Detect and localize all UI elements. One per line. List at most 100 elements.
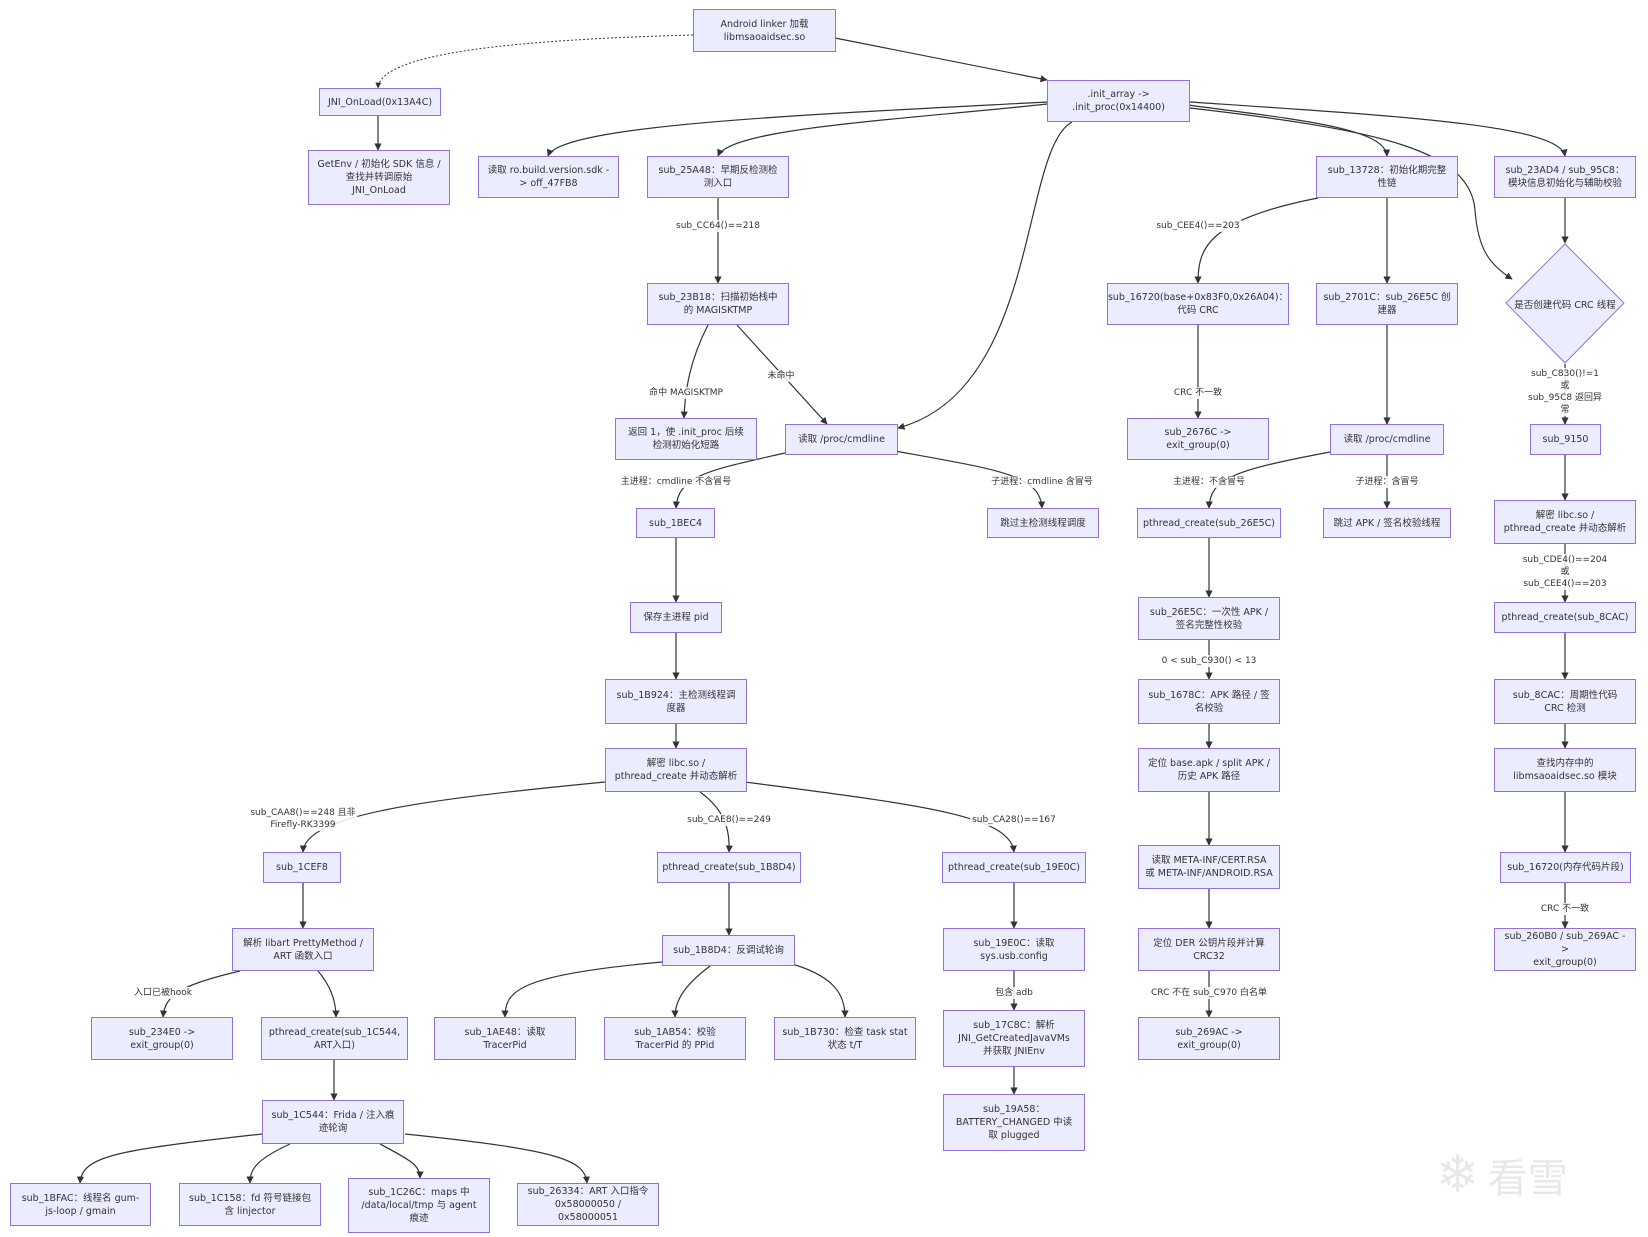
node-read-sdk: 读取 ro.build.version.sdk - > off_47FB8 [478,156,619,198]
edge-1c544-1bfac [76,1133,263,1184]
node-sub-1c544: sub_1C544：Frida / 注入痕 迹轮询 [262,1100,404,1144]
node-sub-1ab54: sub_1AB54：校验 TracerPid 的 PPid [604,1017,746,1060]
edge-label-c830: sub_C830()!=1 或 sub_95C8 返回异常 [1523,368,1607,416]
node-sub-19e0c: sub_19E0C：读取 sys.usb.config [943,928,1085,971]
edge-label-cee4: sub_CEE4()==203 [1154,220,1242,232]
node-sub-1b730: sub_1B730：检查 task stat 状态 t/T [774,1017,916,1060]
edge-label-main-proc-2: 主进程：不含冒号 [1170,476,1248,488]
edge-cmd2-pc26e5c [1205,451,1331,509]
edge-label-adb: 包含 adb [993,987,1035,999]
edge-label-hit-magisk: 命中 MAGISKTMP [647,387,725,399]
node-crc-thread-decision: 是否创建代码 CRC 线程 [1505,243,1625,364]
edge-init-23ad4 [1189,101,1568,157]
node-pthread-1b8d4: pthread_create(sub_1B8D4) [657,852,801,883]
decision-diamond-shape [1505,243,1625,364]
node-pthread-26e5c: pthread_create(sub_26E5C) [1137,508,1281,538]
edge-label-crc-whitelist: CRC 不在 sub_C970 白名单 [1148,987,1270,999]
edge-android-jni [375,34,694,89]
edge-label-crc-mismatch-2: CRC 不一致 [1538,903,1592,915]
node-return-1: 返回 1，使 .init_proc 后续 检测初始化短路 [615,418,757,460]
watermark-text: 看雪 [1487,1156,1568,1202]
node-parse-libart: 解析 libart PrettyMethod / ART 函数入口 [232,928,374,971]
edge-1c544-26334 [404,1133,591,1184]
node-pthread-19e0c: pthread_create(sub_19E0C) [942,852,1086,883]
edge-13728-16720a [1194,197,1319,284]
node-sub-269ac: sub_269AC -> exit_group(0) [1138,1017,1280,1060]
node-sub-17c8c: sub_17C8C：解析 JNI_GetCreatedJavaVMs 并获取 J… [943,1010,1085,1067]
edge-init-diamond [1189,107,1513,280]
node-decrypt-libc-2: 解密 libc.so / pthread_create 并动态解析 [1494,500,1636,544]
edge-1c544-1c158 [246,1143,291,1184]
node-read-cmdline-1: 读取 /proc/cmdline [785,424,898,455]
node-android-linker: Android linker 加载 libmsaoaidsec.so [693,9,836,52]
edge-1c544-1c26c [379,1143,424,1179]
edge-libc1-1cef8 [299,781,606,853]
node-sub-1cef8: sub_1CEF8 [263,852,341,883]
node-read-cmdline-2: 读取 /proc/cmdline [1330,424,1444,455]
edge-android-init [834,37,1048,83]
node-sub-1c158: sub_1C158：fd 符号链接包 含 linjector [179,1183,321,1226]
edge-init-13728 [1187,104,1391,157]
edge-label-caa8: sub_CAA8()==248 且非 Firefly-RK3399 [248,807,358,831]
node-sub-9150: sub_9150 [1530,424,1601,455]
node-der-crc32: 定位 DER 公钥片段并计算 CRC32 [1138,928,1280,971]
node-skip-apk-thread: 跳过 APK / 签名校验线程 [1323,508,1451,538]
node-sub-1ae48: sub_1AE48：读取 TracerPid [434,1017,576,1060]
node-sub-26e5c: sub_26E5C：一次性 APK / 签名完整性校验 [1138,597,1280,640]
node-sub-13728: sub_13728：初始化期完整 性链 [1316,156,1458,198]
node-sub-23b18: sub_23B18：扫描初始栈中 的 MAGISKTMP [647,283,789,325]
node-sub-1b8d4: sub_1B8D4：反调试轮询 [662,935,795,966]
edge-label-cde4: sub_CDE4()==204 或 sub_CEE4()==203 [1520,554,1610,590]
edge-init-cmd1 [897,121,1073,430]
node-sub-234e0: sub_234E0 -> exit_group(0) [91,1017,233,1060]
node-sub-1bec4: sub_1BEC4 [636,508,715,538]
node-sub-1bfac: sub_1BFAC：线程名 gum- js-loop / gmain [10,1183,151,1226]
node-sub-260b0: sub_260B0 / sub_269AC -> exit_group(0) [1494,928,1636,971]
edge-cmd1-skip [894,450,1046,509]
edge-label-child-proc-2: 子进程：含冒号 [1353,476,1421,488]
edge-label-crc-mismatch-1: CRC 不一致 [1171,387,1225,399]
node-sub-1c26c: sub_1C26C：maps 中 /data/local/tmp 与 agent… [348,1178,490,1233]
node-decrypt-libc-1: 解密 libc.so / pthread_create 并动态解析 [605,748,747,792]
edge-23b18-ret1 [680,324,709,419]
node-find-module: 查找内存中的 libmsaoaidsec.so 模块 [1494,748,1636,792]
node-sub-2676c: sub_2676C -> exit_group(0) [1127,418,1269,460]
edge-label-cc64: sub_CC64()==218 [674,220,762,232]
node-sub-1678c: sub_1678C：APK 路径 / 签 名校验 [1138,679,1280,724]
edge-label-ca28: sub_CA28()==167 [970,814,1058,826]
edge-libart-pc1c544 [317,970,340,1018]
snowflake-icon: ❄ [1436,1145,1480,1205]
node-pthread-1c544: pthread_create(sub_1C544, ART入口) [261,1017,408,1060]
node-sub-19a58: sub_19A58： BATTERY_CHANGED 中读 取 plugged [943,1094,1085,1151]
node-getenv: GetEnv / 初始化 SDK 信息 / 查找并转调原始 JNI_OnLoad [308,150,450,205]
node-sub-26334: sub_26334：ART 入口指令 0x58000050 / 0x580000… [517,1183,659,1226]
edge-init-25a48 [717,103,1048,157]
node-sub-23ad4: sub_23AD4 / sub_95C8： 模块信息初始化与辅助校验 [1494,156,1636,198]
edge-1b8d4-1ae48 [501,961,663,1018]
kanxue-watermark: ❄ 看雪 [1436,1140,1636,1210]
decision-label: 是否创建代码 CRC 线程 [1514,299,1616,311]
node-skip-main-thread: 跳过主检测线程调度 [987,508,1099,538]
edge-label-cae8: sub_CAE8()==249 [685,814,773,826]
node-read-meta-inf: 读取 META-INF/CERT.RSA 或 META-INF/ANDROID.… [1138,845,1280,889]
edge-label-main-proc-1: 主进程：cmdline 不含冒号 [618,476,734,488]
node-sub-16720-crc: sub_16720(base+0x83F0,0x26A04)： 代码 CRC [1107,283,1289,325]
edge-libc1-pc19e0c [744,781,1017,853]
node-sub-25a48: sub_25A48：早期反检测检 测入口 [647,156,789,198]
edge-label-c930: 0 < sub_C930() < 13 [1159,655,1259,667]
node-sub-8cac: sub_8CAC：周期性代码 CRC 检测 [1494,679,1636,724]
node-save-pid: 保存主进程 pid [630,602,722,633]
node-sub-1b924: sub_1B924：主检测线程调 度器 [605,679,747,724]
edge-cmd1-1bec4 [672,452,786,509]
edge-init-sdk [547,101,1048,157]
node-locate-base-apk: 定位 base.apk / split APK / 历史 APK 路径 [1138,748,1280,792]
node-sub-16720-mem: sub_16720(内存代码片段) [1500,852,1631,883]
node-pthread-8cac: pthread_create(sub_8CAC) [1494,602,1636,633]
node-jni-onload: JNI_OnLoad(0x13A4C) [319,88,441,116]
node-init-proc: .init_array -> .init_proc(0x14400) [1047,80,1190,122]
edge-1b8d4-1ab54 [671,965,711,1018]
edge-label-entry-hooked: 入口已被hook [132,987,194,999]
edge-label-miss: 未命中 [765,370,797,382]
